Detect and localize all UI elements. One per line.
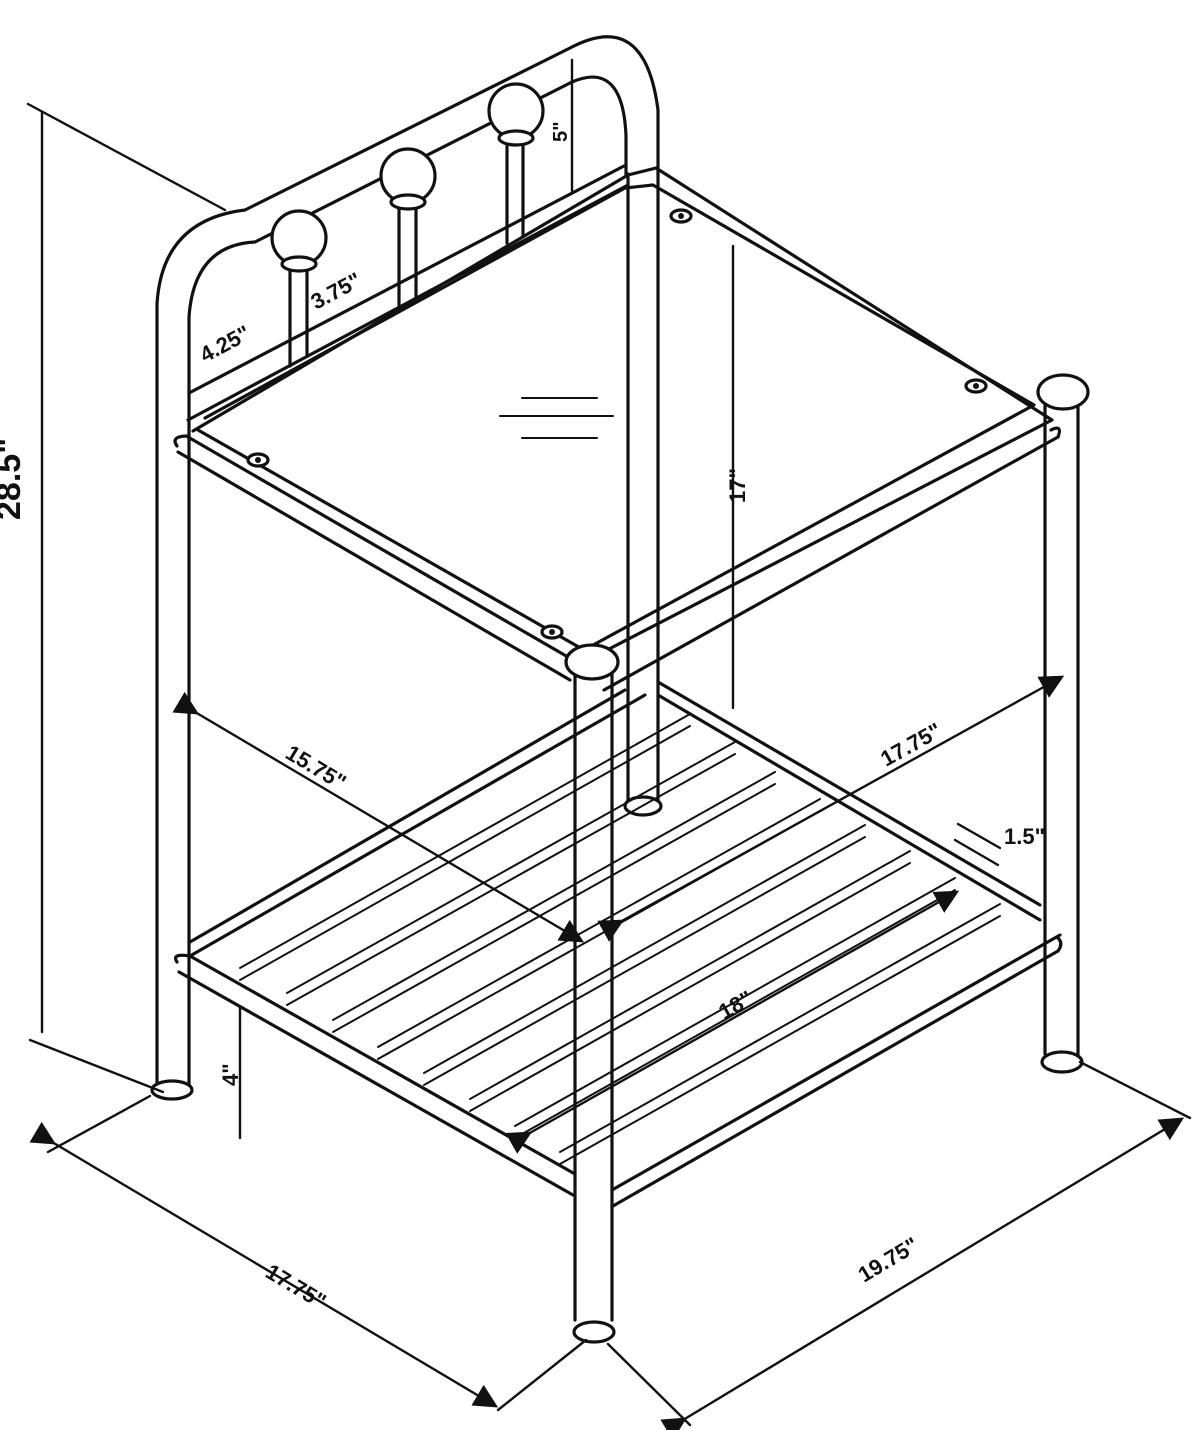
top-shelf [173,166,1062,692]
slat-length-label: 18" [714,986,757,1025]
slat-spacing-label: 1.5" [1004,824,1045,849]
shelf-height-label: 4" [218,1063,243,1086]
headboard-frame [150,35,660,1101]
overall-width-label: 17.75" [261,1259,330,1314]
inner-width-label: 15.75" [281,740,350,795]
headboard-rise-label: 5" [550,121,572,142]
ball-offset-label: 4.25" [196,320,255,367]
inner-depth-dimension [597,675,1065,942]
height-label: 28.5" [0,438,28,520]
slat-spacing-dimension [953,822,1002,867]
height-dimension [26,102,227,1094]
back-leg [623,172,663,817]
headboard-posts [270,82,545,368]
front-leg-center [564,643,620,1344]
leg-gap-label: 17" [725,468,750,503]
overall-width-dimension [29,1094,588,1412]
inner-depth-label: 17.75" [876,718,945,772]
overall-depth-dimension [606,1060,1192,1430]
front-leg-right [1036,373,1090,1074]
overall-depth-label: 19.75" [854,1232,923,1287]
slat-length-dimension [505,890,960,1154]
